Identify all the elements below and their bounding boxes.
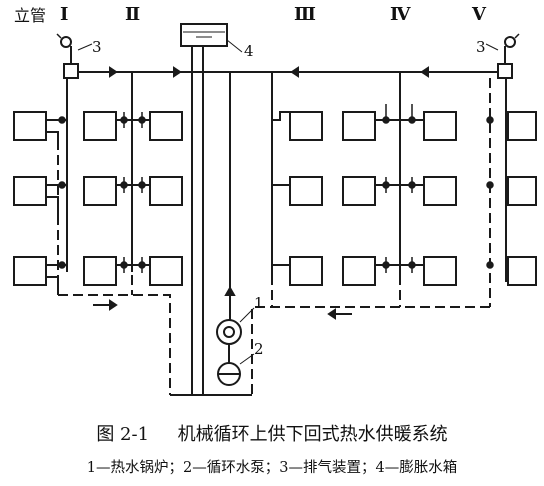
expansion-tank [180,23,243,53]
figure-legend: 1—热水锅炉；2—循环水泵；3—排气装置；4—膨胀水箱 [86,460,458,476]
riser-v-label: Ⅴ [472,4,486,25]
figure-title: 机械循环上供下回式热水供暖系统 [177,424,448,445]
radiators [13,111,537,286]
figure-number: 图 2-1 [96,424,150,445]
heating-system-diagram [13,23,537,396]
label-pump-number: 2 [254,340,264,358]
riser-iii-label: Ⅲ [294,4,316,25]
label-air-vent-left-number: 3 [92,38,102,56]
circulation-pump [217,353,255,386]
boiler [216,307,255,345]
caption-spacer [155,424,172,445]
label-expansion-tank-number: 4 [244,42,254,60]
label-air-vent-right-number: 3 [476,38,486,56]
figure-caption: 图 2-1 机械循环上供下回式热水供暖系统 [0,420,544,446]
riser-i-label: Ⅰ [60,4,69,25]
return-lines [57,78,491,395]
riser-iv-label: Ⅳ [390,4,411,25]
riser-ii-label: Ⅱ [125,4,141,25]
supply-main-line [74,46,506,395]
riser-label: 立管 [14,6,47,25]
label-boiler-number: 1 [254,294,264,312]
flow-arrows [92,66,446,320]
air-vent-left [56,33,93,79]
